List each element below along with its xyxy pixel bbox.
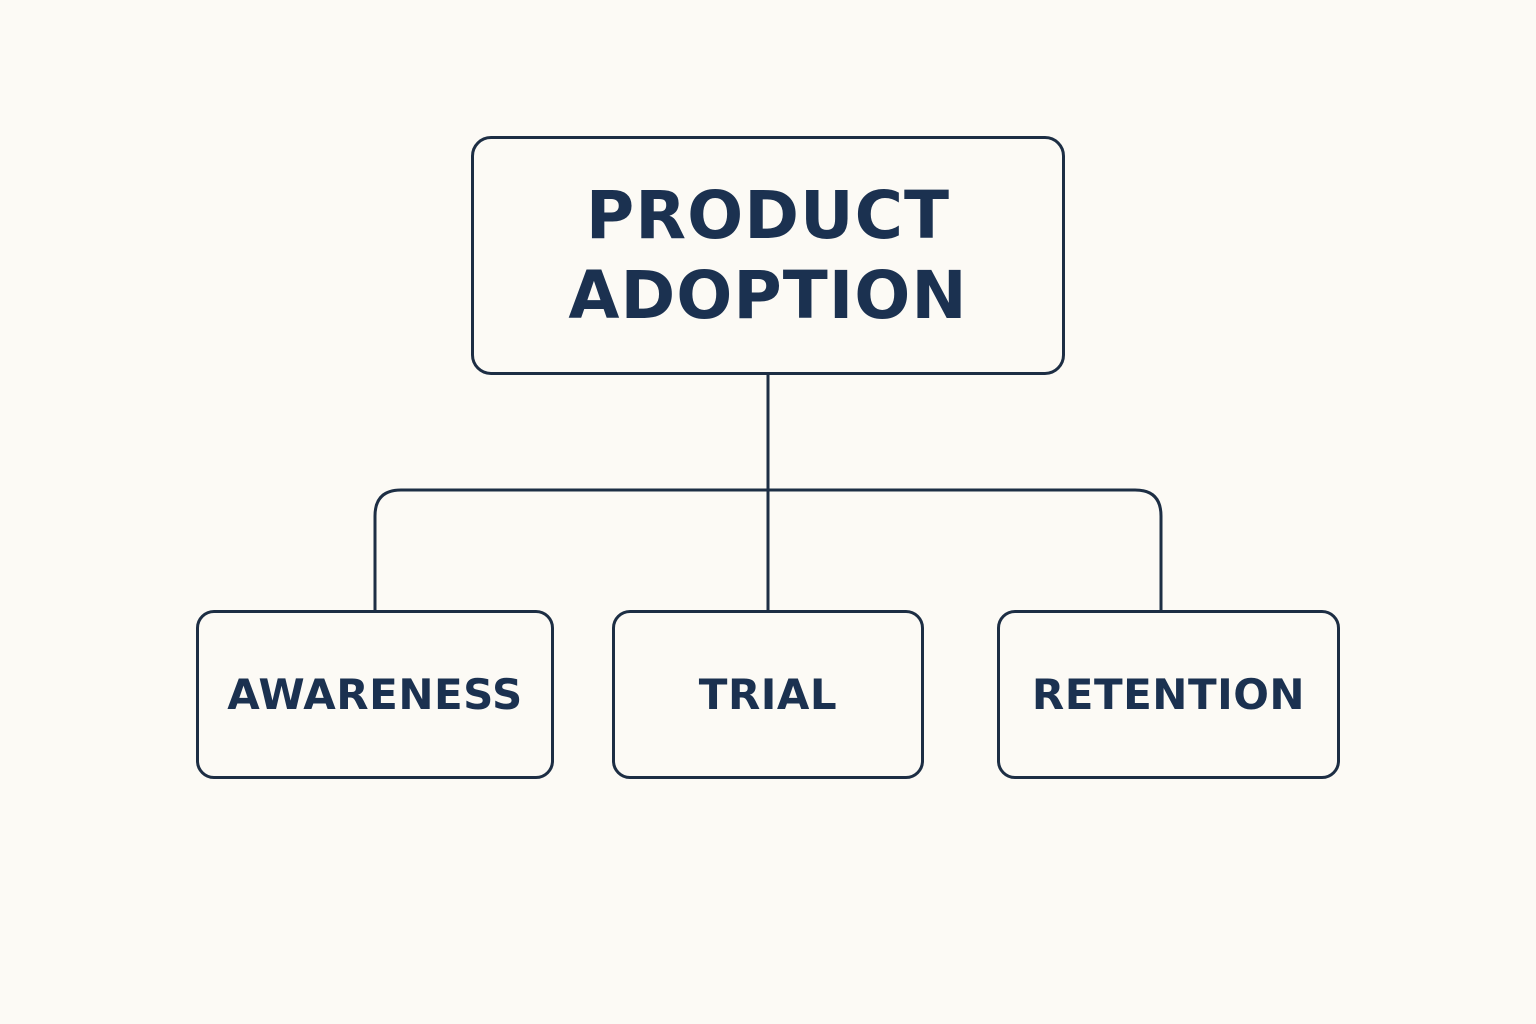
root-node-product-adoption: PRODUCT ADOPTION xyxy=(471,136,1065,375)
child-node-trial: TRIAL xyxy=(612,610,924,779)
root-label-line-1: PRODUCT xyxy=(585,176,951,254)
child-node-label: RETENTION xyxy=(1031,670,1306,719)
child-node-retention: RETENTION xyxy=(997,610,1340,779)
child-node-label: TRIAL xyxy=(698,670,838,719)
root-node-label: PRODUCT ADOPTION xyxy=(568,176,967,336)
child-node-awareness: AWARENESS xyxy=(196,610,554,779)
root-label-line-2: ADOPTION xyxy=(568,256,968,334)
child-node-label: AWARENESS xyxy=(227,670,523,719)
